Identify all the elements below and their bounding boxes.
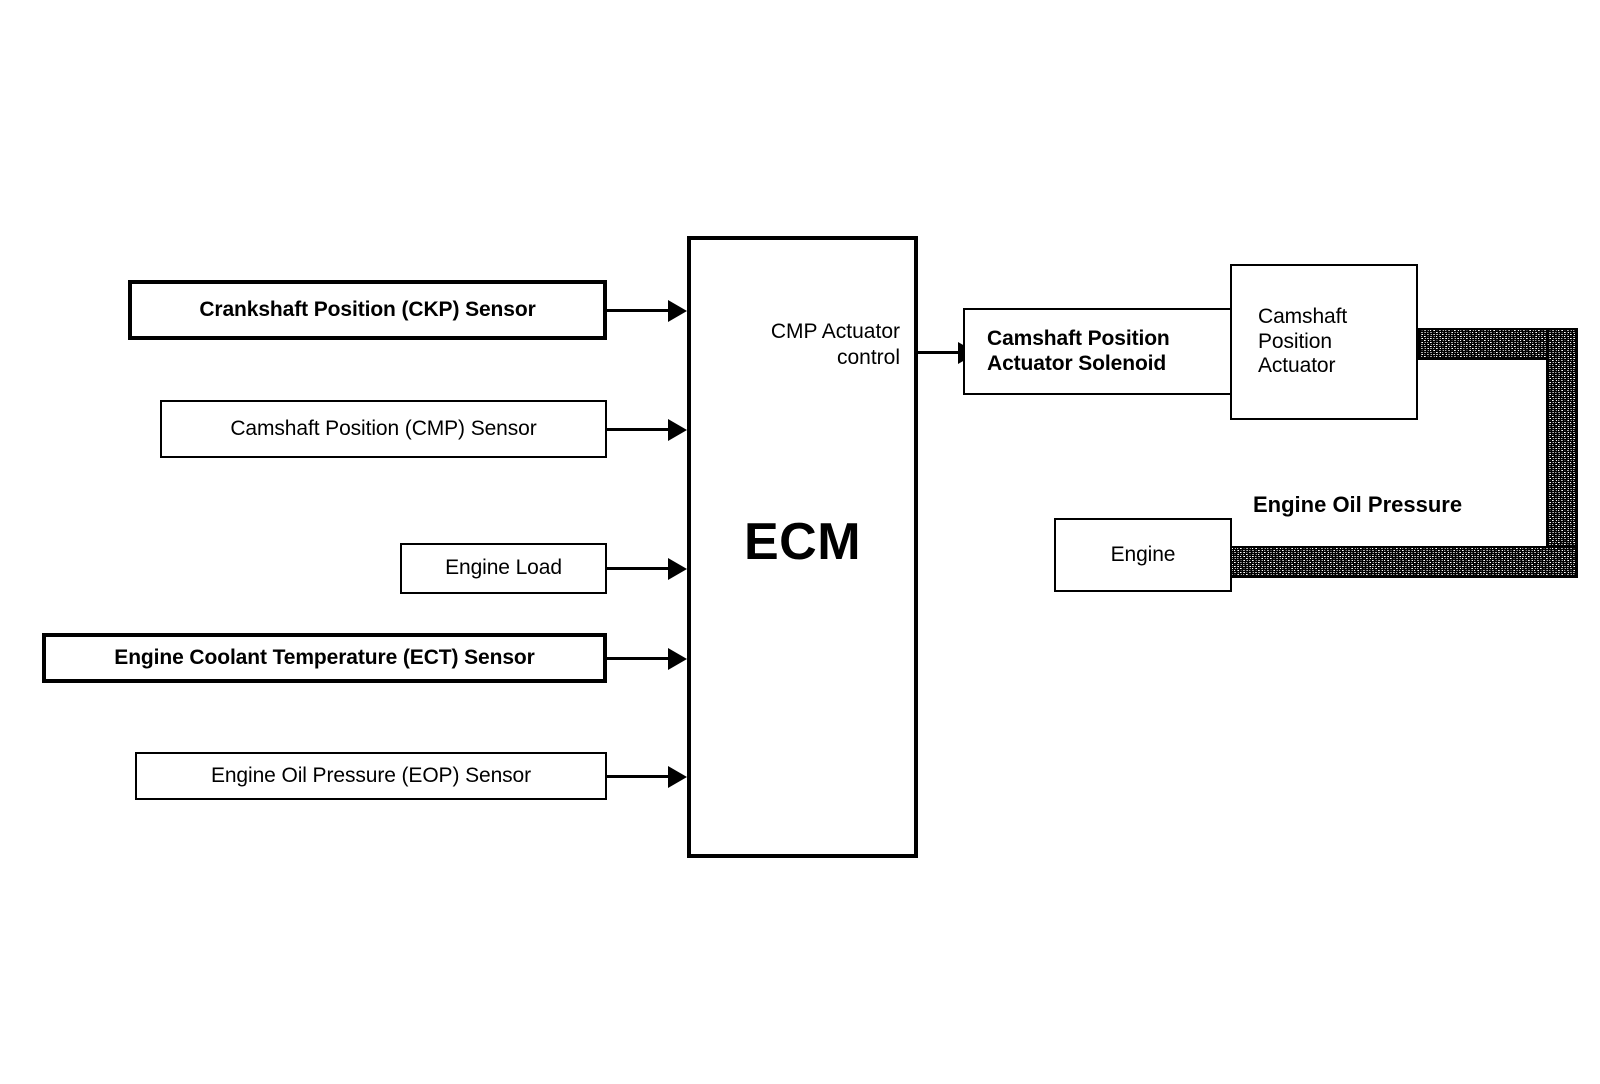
block-label-solenoid: Camshaft Position Actuator Solenoid xyxy=(987,326,1170,375)
block-engine-coolant-temperature-sensor[interactable]: Engine Coolant Temperature (ECT) Sensor xyxy=(42,633,607,683)
block-label-engine-load: Engine Load xyxy=(445,556,562,580)
oil-passage-channel xyxy=(1180,328,1600,578)
block-camshaft-position-actuator-solenoid[interactable]: Camshaft Position Actuator Solenoid xyxy=(963,308,1256,395)
block-label-engine: Engine xyxy=(1110,542,1176,566)
block-crankshaft-position-sensor[interactable]: Crankshaft Position (CKP) Sensor xyxy=(128,280,607,340)
block-ecm[interactable]: CMP Actuator control ECM xyxy=(687,236,918,858)
block-label-eop: Engine Oil Pressure (EOP) Sensor xyxy=(210,763,532,787)
flow-arrowhead-ect-to-ecm xyxy=(668,648,687,670)
flow-line-eop-to-ecm xyxy=(607,775,673,778)
flow-arrowhead-ckp-to-ecm xyxy=(668,300,687,322)
block-label-actuator: Camshaft Position Actuator xyxy=(1258,304,1348,378)
block-label-ect: Engine Coolant Temperature (ECT) Sensor xyxy=(114,645,535,669)
oil-passage-bottom-limb xyxy=(1180,546,1578,578)
block-camshaft-position-actuator[interactable]: Camshaft Position Actuator xyxy=(1230,264,1418,420)
flow-line-cmp-to-ecm xyxy=(607,428,673,431)
block-engine-load[interactable]: Engine Load xyxy=(400,543,607,594)
ecm-title: ECM xyxy=(743,513,862,571)
oil-passage-right-limb xyxy=(1546,328,1578,578)
flow-line-ecm-to-solenoid xyxy=(918,351,966,354)
ecm-function-label: CMP Actuator control xyxy=(770,320,900,369)
flow-line-ckp-to-ecm xyxy=(607,309,673,312)
block-camshaft-position-sensor[interactable]: Camshaft Position (CMP) Sensor xyxy=(160,400,607,458)
block-engine[interactable]: Engine xyxy=(1054,518,1232,592)
block-label-ckp: Crankshaft Position (CKP) Sensor xyxy=(199,297,536,321)
flow-line-ect-to-ecm xyxy=(607,657,673,660)
block-label-cmp: Camshaft Position (CMP) Sensor xyxy=(230,416,537,440)
flow-arrowhead-load-to-ecm xyxy=(668,558,687,580)
flow-arrowhead-eop-to-ecm xyxy=(668,766,687,788)
flow-line-load-to-ecm xyxy=(607,567,673,570)
annotation-engine-oil-pressure: Engine Oil Pressure xyxy=(1253,492,1463,517)
flow-arrowhead-cmp-to-ecm xyxy=(668,419,687,441)
block-engine-oil-pressure-sensor[interactable]: Engine Oil Pressure (EOP) Sensor xyxy=(135,752,607,800)
